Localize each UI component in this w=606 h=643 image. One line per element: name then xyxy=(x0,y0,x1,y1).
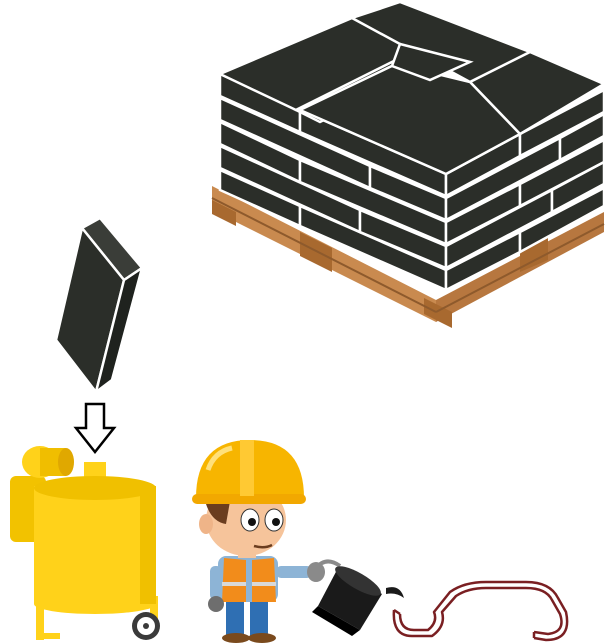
gutter-profile xyxy=(394,582,567,640)
hard-hat-icon xyxy=(192,440,306,504)
down-arrow-icon xyxy=(76,404,114,452)
mixer-wheel xyxy=(132,612,160,640)
pallet-of-bags xyxy=(212,2,604,343)
construction-worker xyxy=(192,440,325,643)
pouring-bucket xyxy=(312,561,404,636)
falling-bag xyxy=(56,218,142,392)
yellow-mixer xyxy=(10,446,160,640)
